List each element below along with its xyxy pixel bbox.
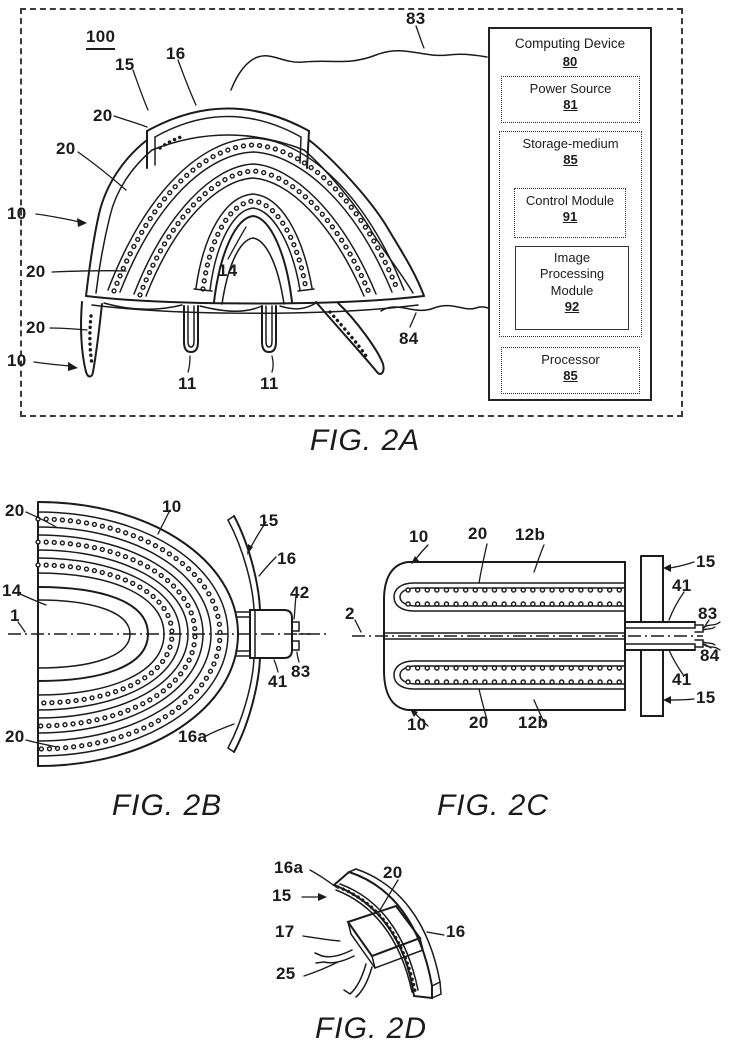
callout-12b: 12b [518,713,549,732]
fig2d-leader-lines [301,869,445,977]
fig2a-leader-lines [33,25,425,373]
control-module-ref: 91 [562,209,578,225]
cable-84 [380,304,489,312]
fig2a-drawing [33,25,489,378]
power-source-label: Power Source [529,81,612,96]
callout-16: 16 [277,549,297,568]
callout-41: 41 [672,576,692,595]
callout-16: 16 [166,44,186,63]
callout-20: 20 [469,713,489,732]
callout-100: 100 [86,27,116,50]
callout-11: 11 [178,374,197,393]
callout-20: 20 [383,863,403,882]
fig2d-drawing [301,868,445,1000]
callout-12b: 12b [515,525,546,544]
image-processing-module-ref: 92 [564,298,580,314]
callout-20: 20 [26,318,46,337]
fig2b-drawing [8,501,330,767]
computing-device-box: Computing Device 80 Power Source 81 Stor… [488,27,652,401]
callout-83: 83 [698,604,718,623]
callout-10: 10 [162,497,182,516]
callout-83: 83 [406,9,426,28]
mouthpiece-top-view [8,501,330,767]
storage-medium-box: Storage-medium 85 Control Module 91 Imag… [499,131,642,337]
processor-ref: 85 [563,368,578,384]
fig2b-leader-lines [17,509,300,748]
callout-20: 20 [26,262,46,281]
processor-label: Processor [541,352,600,367]
strip-segment-detail [314,868,442,1000]
control-module-box: Control Module 91 [514,188,626,238]
callout-14: 14 [2,581,22,600]
cable-83 [230,50,488,91]
callout-10: 10 [407,715,427,734]
callout-83: 83 [291,662,311,681]
callout-20: 20 [5,727,25,746]
callout-20: 20 [93,106,113,125]
callout-15: 15 [696,552,716,571]
callout-16a: 16a [274,858,304,877]
power-source-ref: 81 [563,97,578,113]
control-module-label: Control Module [525,193,615,208]
callout-25: 25 [276,964,296,983]
callout-84: 84 [700,646,720,665]
callout-41: 41 [268,672,288,691]
callout-20: 20 [56,139,76,158]
computing-device-ref: 80 [562,54,578,69]
callout-20: 20 [468,524,488,543]
callout-84: 84 [399,329,419,348]
mouthpiece-perspective-view [80,107,425,378]
callout-1: 1 [10,606,20,625]
callout-20: 20 [5,501,25,520]
fig2a-caption: FIG. 2A [309,424,421,457]
callout-15: 15 [696,688,716,707]
fig2c-caption: FIG. 2C [436,789,549,822]
callout-42: 42 [290,583,310,602]
fig2c-leader-lines [354,543,712,727]
image-processing-module-label: Image Processing Module [539,250,605,298]
callout-16a: 16a [178,727,208,746]
callout-16: 16 [446,922,466,941]
callout-15: 15 [272,886,292,905]
fig2d-caption: FIG. 2D [314,1012,427,1045]
fig2a-dashed-frame [20,8,683,417]
callout-10: 10 [7,351,27,370]
callout-41: 41 [672,670,692,689]
callout-10: 10 [409,527,429,546]
mouthpiece-side-view [352,555,721,717]
callout-15: 15 [259,511,279,530]
fig2b-caption: FIG. 2B [111,789,223,822]
callout-14: 14 [218,261,238,280]
fig2c-drawing [352,543,721,727]
computing-device-title: Computing Device [514,36,626,51]
image-processing-module-box: Image Processing Module 92 [515,246,629,330]
power-source-box: Power Source 81 [501,76,640,123]
callout-10: 10 [7,204,27,223]
storage-medium-label: Storage-medium [522,136,619,151]
callout-11: 11 [260,374,279,393]
storage-medium-ref: 85 [563,152,578,168]
callout-15: 15 [115,55,135,74]
processor-box: Processor 85 [501,347,640,394]
callout-17: 17 [275,922,295,941]
callout-2: 2 [345,604,355,623]
